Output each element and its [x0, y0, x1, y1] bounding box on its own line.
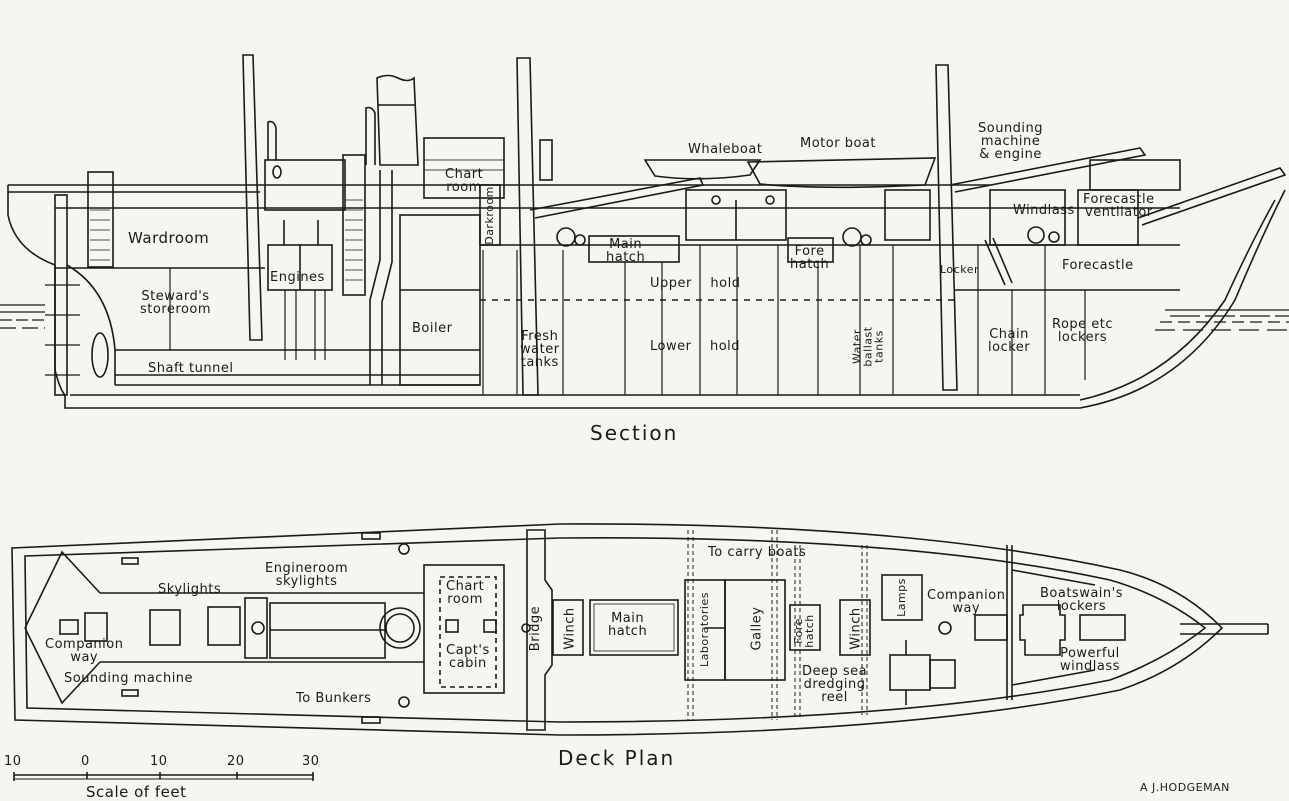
- label-to-bunkers: To Bunkers: [296, 691, 372, 706]
- label-companion-way-fore: Companion way: [927, 588, 1006, 616]
- label-sounding-machine-engine: Sounding machine & engine: [978, 121, 1044, 162]
- hull-section: [7, 185, 1286, 409]
- label-fore-hatch-deck: Fore hatch: [791, 614, 816, 648]
- label-capts-cabin: Capt's cabin: [446, 643, 490, 671]
- label-engines: Engines: [270, 270, 325, 285]
- hull-deck-plan: [11, 523, 1224, 736]
- waterline-fore: [1155, 309, 1289, 331]
- label-winch-fore: Winch: [848, 607, 864, 650]
- foremast: [935, 64, 958, 391]
- waterline-aft: [0, 304, 45, 329]
- label-forecastle-ventilator: Forecastle ventilator: [1083, 192, 1155, 220]
- label-shaft-tunnel: Shaft tunnel: [148, 361, 234, 376]
- label-motor-boat: Motor boat: [800, 136, 876, 151]
- funnel: [376, 74, 419, 166]
- label-bridge: Bridge: [528, 605, 544, 652]
- label-whaleboat: Whaleboat: [688, 142, 763, 157]
- label-fore-hatch-section: Fore hatch: [790, 244, 830, 272]
- label-winch-aft: Winch: [562, 607, 578, 650]
- label-boatswains-lockers: Boatswain's lockers: [1040, 586, 1124, 614]
- label-wardroom: Wardroom: [128, 229, 210, 247]
- label-water-ballast-tanks: Water ballast tanks: [850, 326, 886, 367]
- main-mast: [516, 57, 539, 396]
- label-sounding-machine: Sounding machine: [64, 671, 194, 686]
- label-laboratories: Laboratories: [697, 592, 711, 667]
- label-upper-hold: Upper hold: [650, 276, 741, 291]
- label-galley: Galley: [749, 606, 765, 651]
- label-to-carry-boats: To carry boats: [708, 545, 807, 560]
- bridge-plan: [526, 529, 553, 731]
- label-stewards-storeroom: Steward's storeroom: [140, 289, 212, 317]
- label-rope-lockers: Rope etc lockers: [1052, 317, 1114, 345]
- label-forecastle: Forecastle: [1062, 258, 1134, 273]
- hold-pillars: [482, 245, 1086, 395]
- artist-credit: A J.HODGEMAN: [1140, 781, 1230, 794]
- label-lower-hold: Lower hold: [650, 339, 741, 354]
- label-windlass-section: Windlass: [1013, 203, 1075, 218]
- scale-tick-label: 10: [4, 754, 22, 769]
- label-boiler: Boiler: [412, 321, 453, 336]
- label-chart-room-deck: Chart room: [446, 579, 485, 607]
- label-engineroom-skylights: Engineroom skylights: [265, 561, 349, 589]
- label-skylights: Skylights: [158, 582, 222, 597]
- label-main-hatch-section: Main hatch: [606, 237, 646, 265]
- mizzen-mast: [242, 54, 263, 341]
- label-main-hatch-deck: Main hatch: [608, 611, 648, 639]
- section-title: Section: [590, 421, 679, 445]
- label-lamps: Lamps: [894, 578, 908, 617]
- motor-boat: [746, 157, 937, 189]
- scale-tick-label: 0: [81, 754, 90, 769]
- whaleboat: [643, 159, 762, 180]
- label-fresh-water-tanks: Fresh water tanks: [520, 329, 560, 370]
- label-deep-sea-dredging-reel: Deep sea dredging reel: [802, 664, 868, 705]
- scale-caption: Scale of feet: [86, 783, 187, 801]
- label-powerful-windlass: Powerful windlass: [1060, 646, 1120, 674]
- label-darkroom: Darkroom: [482, 186, 496, 245]
- scale-tick-label: 10: [150, 754, 168, 769]
- scale-bar: [13, 772, 314, 781]
- label-companion-way-aft: Companion way: [45, 637, 124, 665]
- label-chain-locker: Chain locker: [988, 327, 1031, 355]
- scale-tick-label: 30: [302, 754, 320, 769]
- label-chart-room-section: Chart room: [445, 167, 484, 195]
- label-locker: Locker: [940, 263, 979, 276]
- scale-tick-label: 20: [227, 754, 245, 769]
- deck-plan-title: Deck Plan: [558, 746, 676, 770]
